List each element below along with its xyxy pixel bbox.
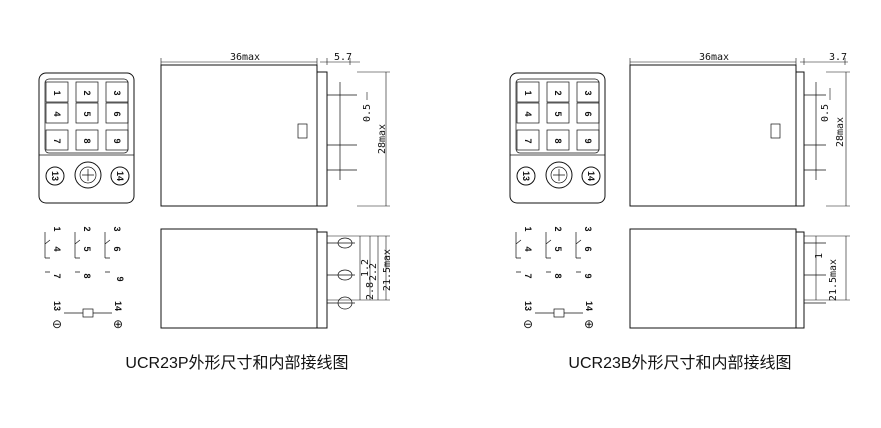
b-dim-side-a: 1: [814, 253, 825, 259]
b-wire-pin-2: 2: [553, 226, 563, 231]
figure-ucr23b: 1 2 3 4 5 6 7 8 9 13 14 1: [509, 52, 850, 372]
b-wire-coil-minus: 13: [523, 301, 533, 311]
wire-pin-5: 5: [82, 246, 92, 251]
b-wire-pin-9: 9: [583, 273, 593, 278]
minus-symbol: ⊖: [52, 317, 62, 331]
pin-2-label: 2: [82, 90, 92, 95]
b-wire-coil-plus: 14: [584, 301, 594, 311]
b-pin-5-label: 5: [553, 111, 563, 116]
dim-depth: 21.5max: [382, 249, 393, 291]
wire-pin-3: 3: [112, 226, 122, 231]
b-pin-6-label: 6: [583, 111, 593, 116]
b-dim-pin: 0.5: [820, 104, 831, 122]
wire-pin-7: 7: [52, 273, 62, 278]
pin-5-label: 5: [82, 111, 92, 116]
dim-pin: 0.5: [362, 104, 373, 122]
coil-minus-label: 13: [50, 171, 60, 181]
b-pin-3-label: 3: [583, 90, 593, 95]
wire-pin-1: 1: [52, 226, 62, 231]
pin-4-label: 4: [52, 111, 62, 116]
dim-side-a: 1.2: [360, 259, 371, 277]
dim-side-c: 2.8: [365, 282, 376, 300]
pin-8-label: 8: [82, 138, 92, 143]
pin-9-label: 9: [112, 138, 122, 143]
b-dim-offset: 3.7: [829, 52, 847, 63]
b-dim-height: 28max: [835, 117, 846, 147]
dim-height: 28max: [377, 124, 388, 154]
pin-3-label: 3: [112, 90, 122, 95]
side-view: 1.2 2.2 2.8 21.5max: [160, 228, 393, 329]
b-wire-pin-7: 7: [523, 273, 533, 278]
b-dim-depth: 21.5max: [828, 259, 839, 301]
b-wire-pin-6: 6: [583, 246, 593, 251]
b-plus-symbol: ⊕: [584, 317, 594, 331]
b-coil-minus-label: 13: [521, 171, 531, 181]
wire-pin-9: 9: [115, 276, 125, 281]
coil-plus-label: 14: [115, 171, 125, 181]
wiring-diagram: 1 2 3 4 5 6 7 8 9 13 14 ⊖ ⊕: [44, 226, 125, 331]
bottom-view-b: 1 2 3 4 5 6 7 8 9 13 14: [509, 72, 606, 204]
dim-side-b: 2.2: [368, 263, 379, 281]
b-wire-pin-3: 3: [583, 226, 593, 231]
b-pin-2-label: 2: [553, 90, 563, 95]
wire-pin-8: 8: [82, 273, 92, 278]
wire-coil-minus: 13: [52, 301, 62, 311]
b-pin-4-label: 4: [523, 111, 533, 116]
wire-coil-plus: 14: [113, 301, 123, 311]
b-wire-pin-5: 5: [553, 246, 563, 251]
figure-ucr23p: 1 2 3 4 5 6 7 8 9 13 14: [38, 52, 393, 372]
b-wire-pin-1: 1: [523, 226, 533, 231]
pin-7-label: 7: [52, 138, 62, 143]
pin-6-label: 6: [112, 111, 122, 116]
pin-1-label: 1: [52, 90, 62, 95]
caption-ucr23b: UCR23B外形尺寸和内部接线图: [568, 354, 791, 372]
wire-pin-6: 6: [112, 246, 122, 251]
b-coil-plus-label: 14: [586, 171, 596, 181]
plus-symbol: ⊕: [113, 317, 123, 331]
wiring-diagram-b: 1 2 3 4 5 6 7 8 9 13 14 ⊖ ⊕: [515, 226, 594, 331]
b-pin-8-label: 8: [553, 138, 563, 143]
wire-pin-2: 2: [82, 226, 92, 231]
caption-ucr23p: UCR23P外形尺寸和内部接线图: [125, 354, 348, 372]
dim-offset: 5.7: [334, 52, 352, 63]
b-wire-pin-4: 4: [523, 246, 533, 251]
front-view-b: 36max 3.7 28max 0.5: [629, 52, 850, 207]
wire-pin-4: 4: [52, 246, 62, 251]
b-pin-9-label: 9: [583, 138, 593, 143]
front-view: 36max 5.7 28max 0.5: [160, 52, 390, 207]
b-minus-symbol: ⊖: [523, 317, 533, 331]
dim-length: 36max: [230, 52, 260, 63]
b-wire-pin-8: 8: [553, 273, 563, 278]
b-pin-1-label: 1: [523, 90, 533, 95]
bottom-view: 1 2 3 4 5 6 7 8 9 13 14: [38, 72, 135, 204]
side-view-b: 1 21.5max: [629, 228, 850, 329]
b-pin-7-label: 7: [523, 138, 533, 143]
b-dim-length: 36max: [699, 52, 729, 63]
